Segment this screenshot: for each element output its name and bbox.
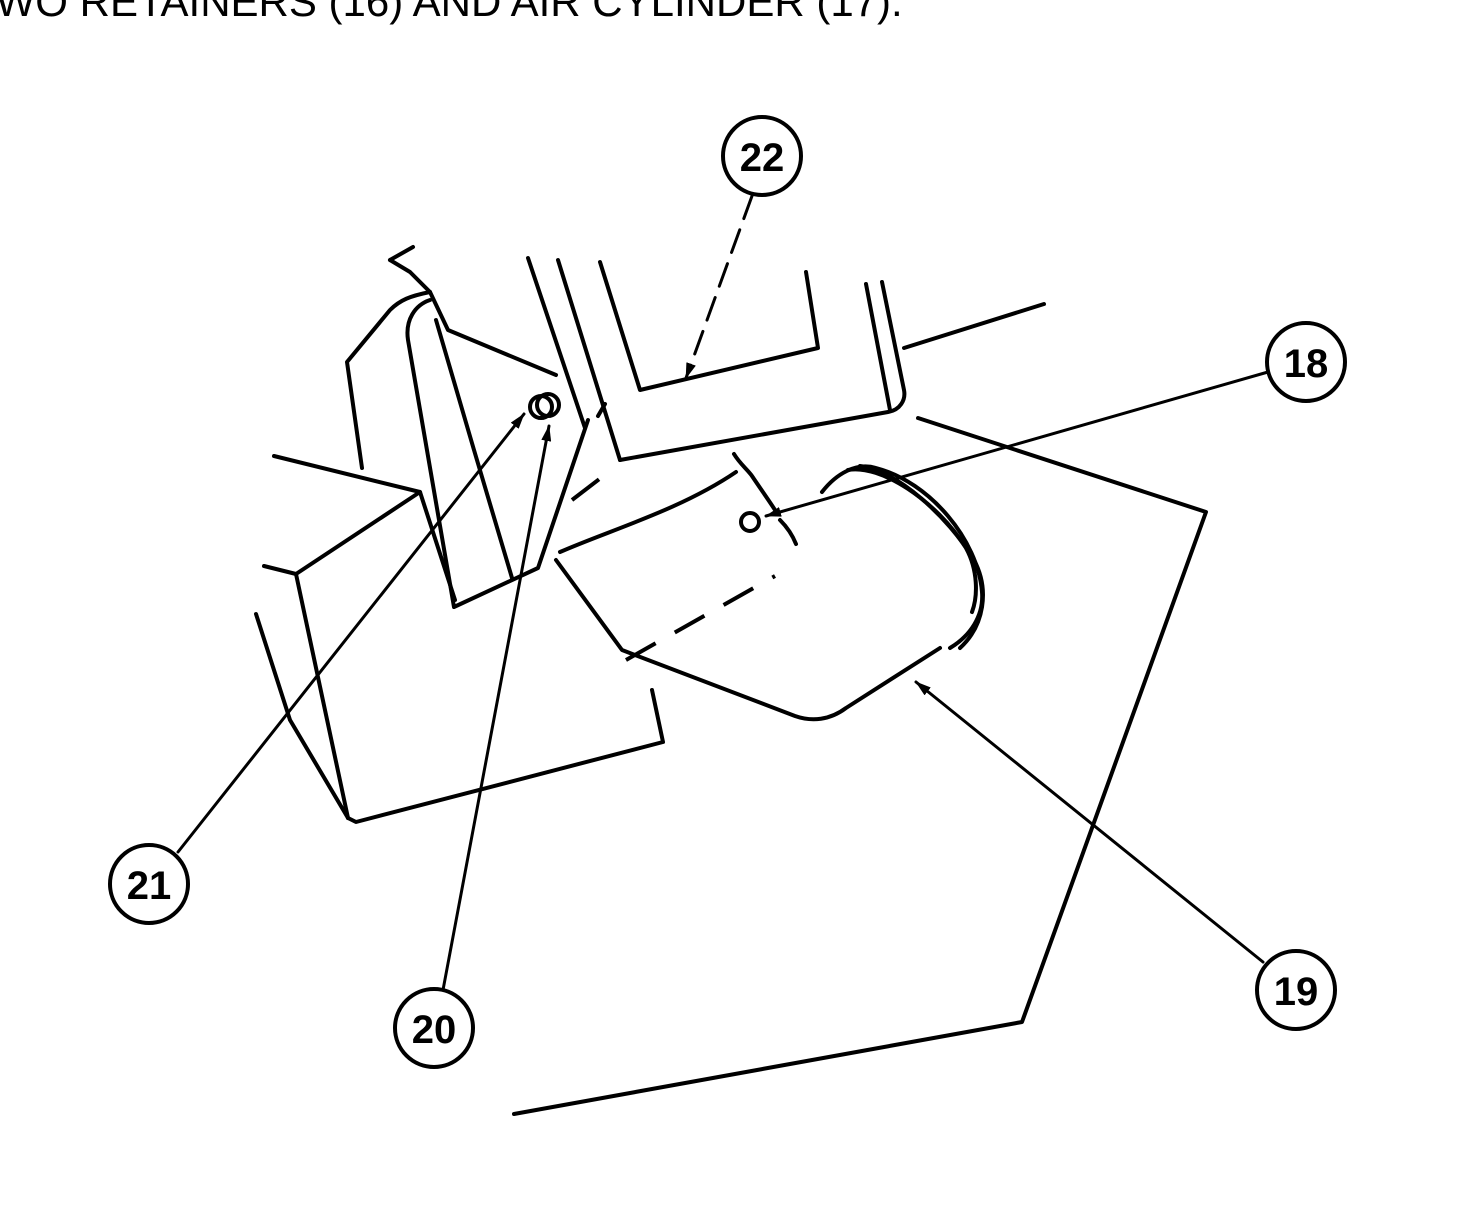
callout-label-21: 21 — [127, 864, 172, 908]
instruction-text: TWO RETAINERS (16) AND AIR CYLINDER (17)… — [0, 0, 903, 25]
callout-label-18: 18 — [1284, 342, 1329, 386]
callout-18: 18 — [1265, 321, 1347, 403]
callout-label-20: 20 — [412, 1008, 457, 1052]
callout-22: 22 — [721, 115, 803, 197]
callout-19: 19 — [1255, 949, 1337, 1031]
callout-label-19: 19 — [1274, 970, 1319, 1014]
bracket-assembly-drawing — [254, 245, 1208, 1116]
callout-21: 21 — [108, 843, 190, 925]
callout-label-22: 22 — [740, 136, 785, 180]
leader-lines — [176, 194, 1270, 992]
callout-20: 20 — [393, 987, 475, 1069]
